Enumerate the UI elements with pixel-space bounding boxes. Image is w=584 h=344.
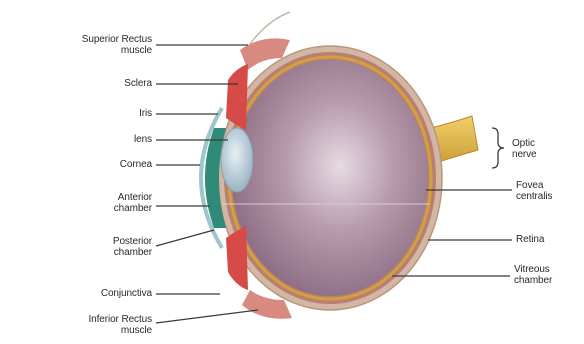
label-vitreous-chamber: Vitreous chamber [514, 264, 552, 286]
label-lens: lens [134, 134, 152, 145]
label-iris: Iris [139, 108, 152, 119]
label-retina: Retina [516, 234, 544, 245]
label-optic-nerve: Optic nerve [512, 138, 537, 160]
label-cornea: Cornea [120, 159, 152, 170]
label-anterior-chamber: Anterior chamber [114, 192, 152, 214]
label-posterior-chamber: Posterior chamber [113, 236, 152, 258]
label-superior-rectus: Superior Rectus muscle [82, 34, 152, 56]
ciliary-upper [226, 64, 248, 130]
vitreous-shape [232, 60, 428, 296]
label-sclera: Sclera [124, 78, 152, 89]
label-inferior-rectus: Inferior Rectus muscle [88, 314, 152, 336]
label-fovea-centralis: Fovea centralis [516, 180, 552, 202]
lens-shape [221, 128, 253, 192]
label-conjunctiva: Conjunctiva [101, 288, 152, 299]
